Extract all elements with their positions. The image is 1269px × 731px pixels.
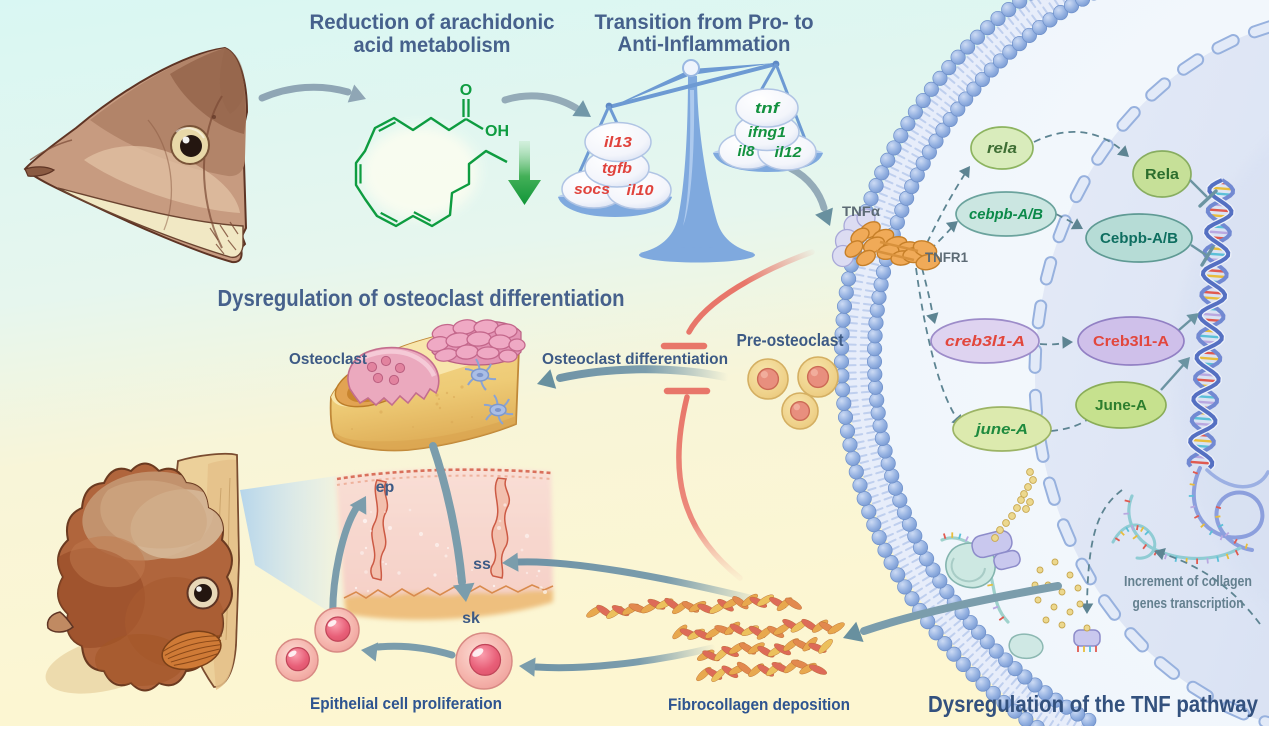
- svg-text:Creb3l1-A: Creb3l1-A: [1093, 334, 1170, 350]
- svg-text:Increment of collagen: Increment of collagen: [1124, 573, 1252, 590]
- svg-text:Pre-osteoclast: Pre-osteoclast: [737, 330, 844, 350]
- svg-text:Cebpb-A/B: Cebpb-A/B: [1100, 231, 1178, 247]
- svg-text:tgfb: tgfb: [602, 160, 632, 177]
- svg-text:Anti-Inflammation: Anti-Inflammation: [618, 33, 791, 56]
- svg-text:ep: ep: [376, 479, 395, 496]
- svg-text:il10: il10: [627, 182, 655, 199]
- svg-text:ifng1: ifng1: [748, 124, 786, 141]
- svg-text:Osteoclast differentiation: Osteoclast differentiation: [542, 351, 728, 368]
- svg-text:sk: sk: [462, 610, 480, 627]
- svg-text:acid metabolism: acid metabolism: [354, 34, 511, 57]
- svg-text:Dysregulation of the TNF pathw: Dysregulation of the TNF pathway: [928, 691, 1258, 717]
- svg-text:Rela: Rela: [1145, 167, 1180, 183]
- svg-text:Dysregulation of osteoclast di: Dysregulation of osteoclast differentiat…: [218, 285, 625, 311]
- svg-text:Reduction of arachidonic: Reduction of arachidonic: [310, 11, 555, 34]
- svg-text:O: O: [460, 82, 472, 99]
- svg-text:june-A: june-A: [974, 422, 1028, 438]
- svg-text:ss: ss: [473, 556, 491, 573]
- svg-text:cebpb-A/B: cebpb-A/B: [969, 207, 1043, 223]
- svg-text:TNFR1: TNFR1: [925, 249, 968, 265]
- svg-text:Transition from Pro- to: Transition from Pro- to: [595, 11, 814, 34]
- svg-text:il13: il13: [604, 134, 633, 151]
- svg-text:tnf: tnf: [755, 100, 782, 117]
- svg-text:Epithelial cell proliferation: Epithelial cell proliferation: [310, 694, 502, 713]
- svg-text:Osteoclast: Osteoclast: [289, 351, 368, 368]
- svg-text:OH: OH: [485, 123, 509, 140]
- svg-text:il8: il8: [738, 143, 756, 160]
- svg-text:il12: il12: [775, 144, 803, 161]
- svg-text:Fibrocollagen deposition: Fibrocollagen deposition: [668, 695, 850, 714]
- svg-text:genes transcription: genes transcription: [1133, 595, 1244, 612]
- svg-text:creb3l1-A: creb3l1-A: [945, 334, 1025, 350]
- svg-text:TNFα: TNFα: [842, 203, 880, 219]
- svg-text:rela: rela: [987, 141, 1017, 157]
- svg-text:socs: socs: [574, 181, 610, 198]
- svg-text:June-A: June-A: [1095, 398, 1148, 414]
